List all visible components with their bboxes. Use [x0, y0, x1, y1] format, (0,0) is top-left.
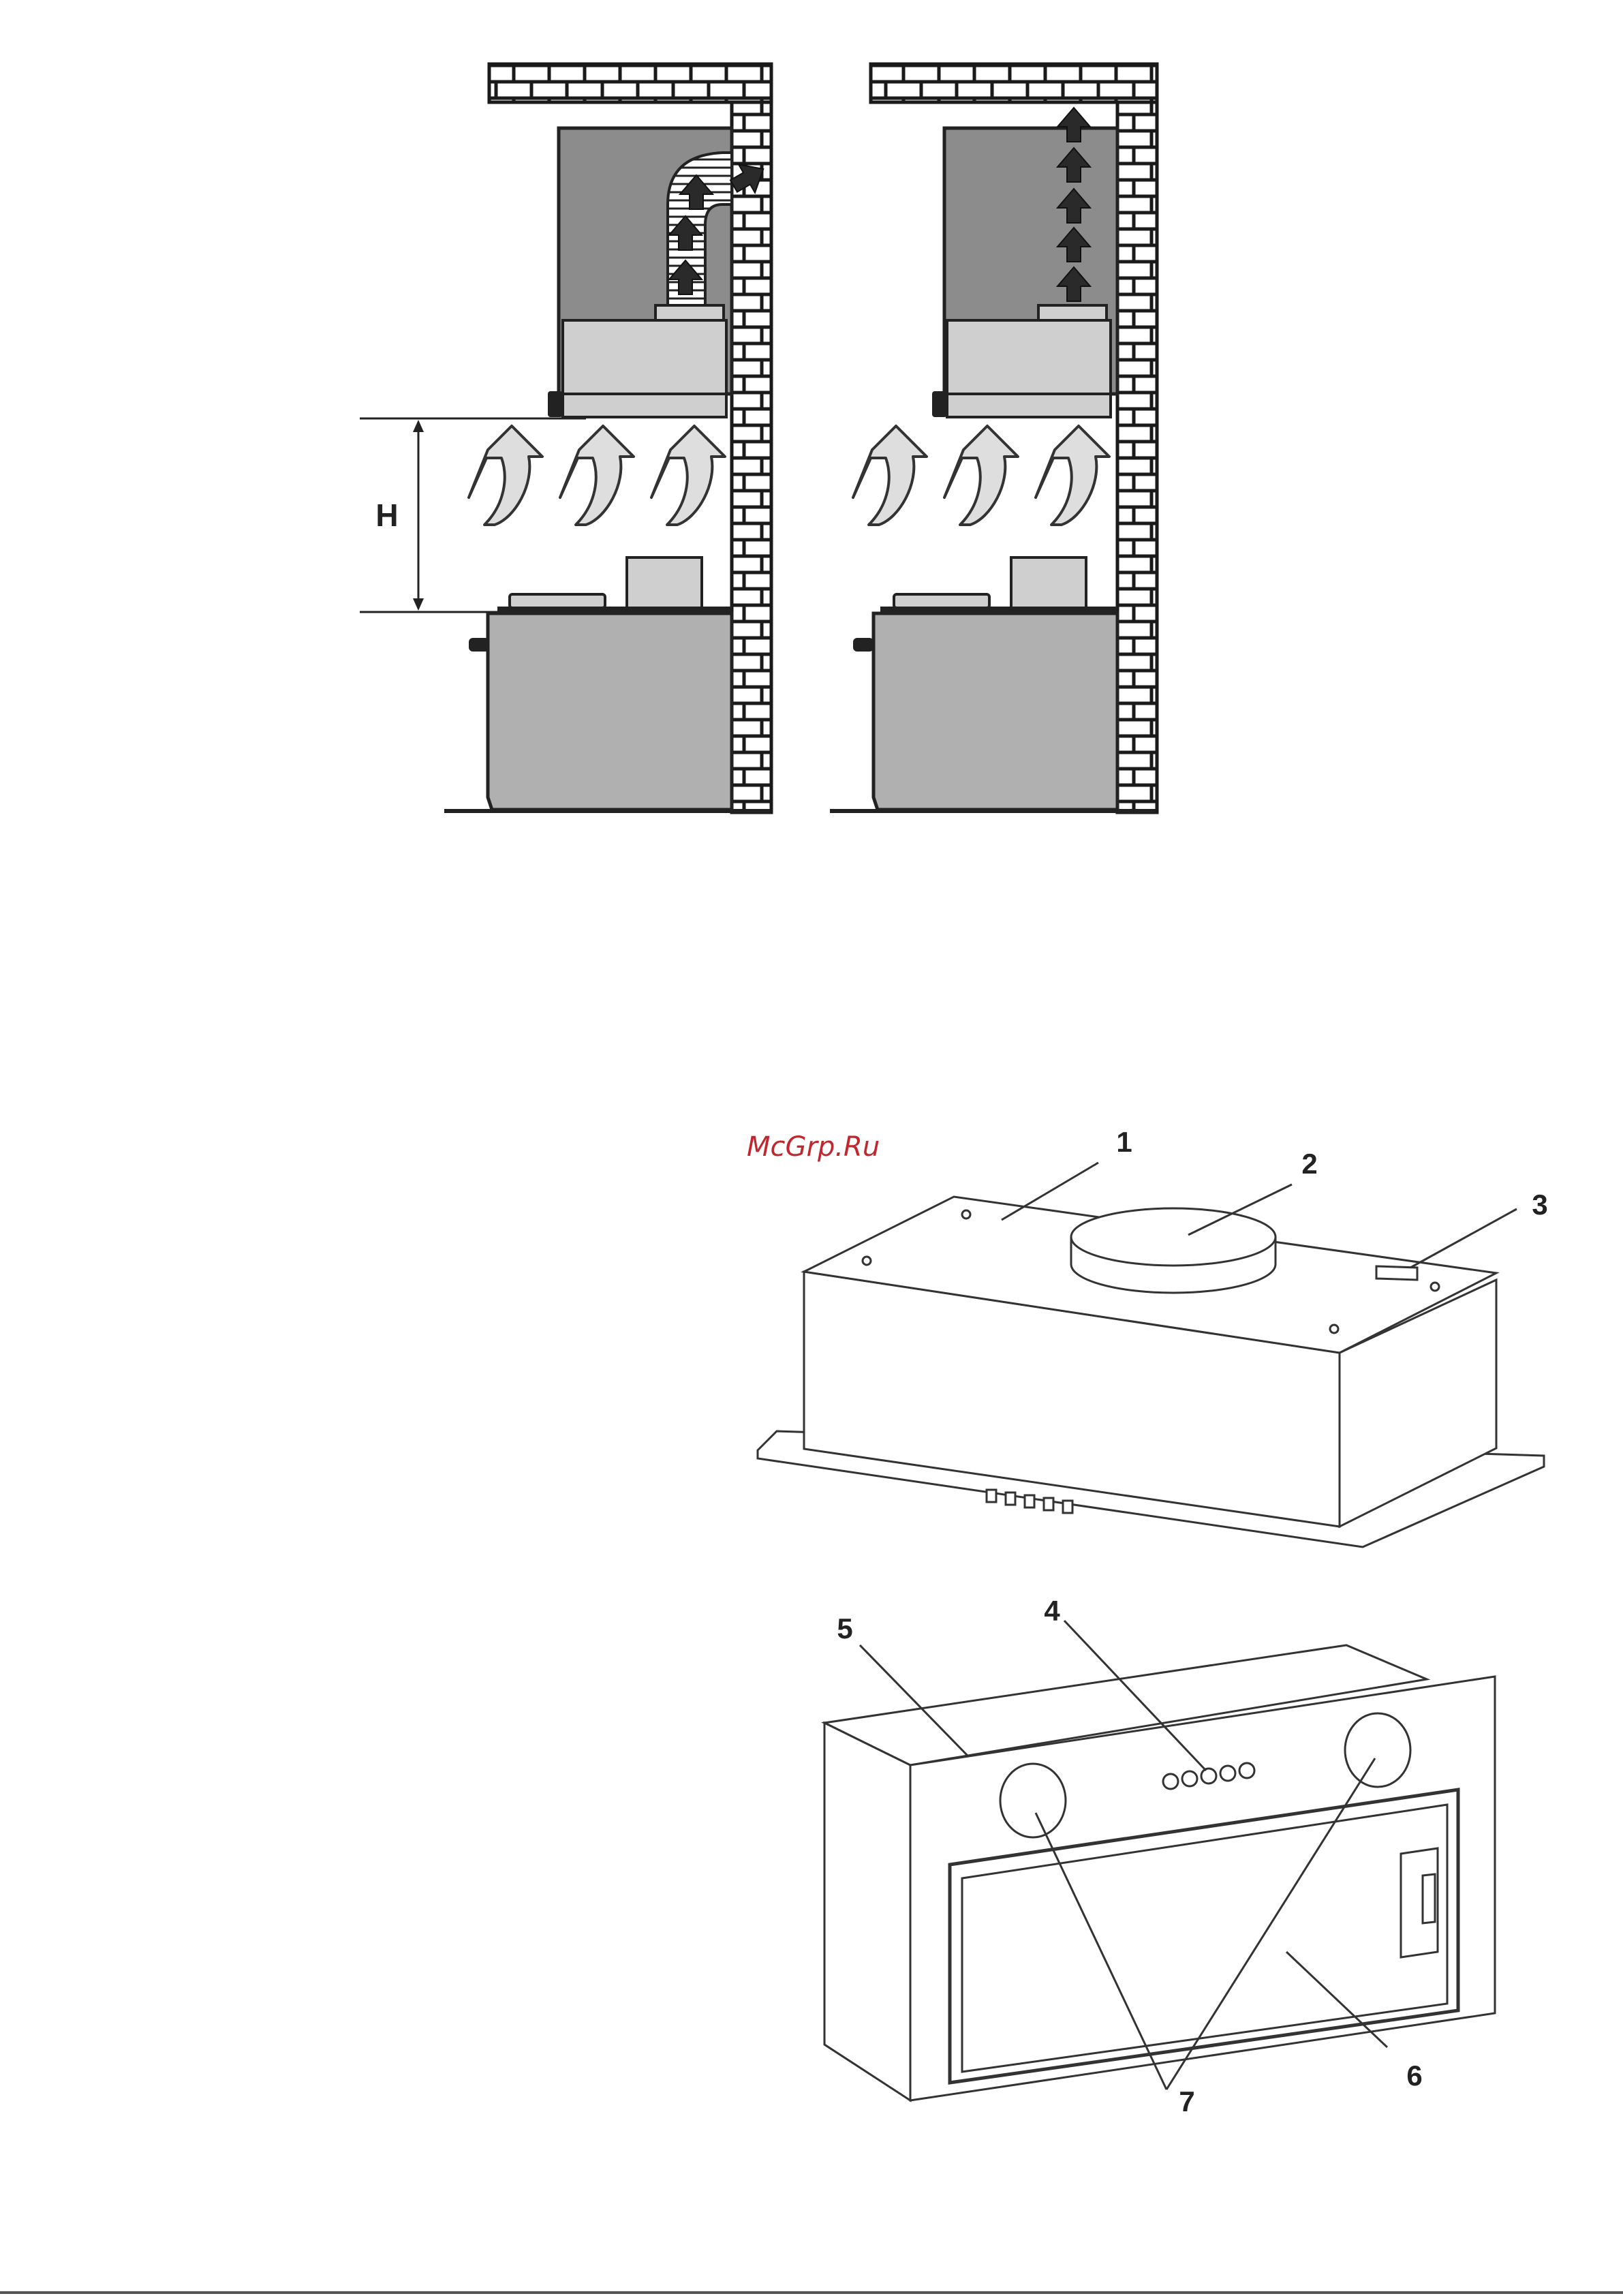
ceiling-brick [489, 64, 771, 102]
hood-handle [548, 391, 563, 417]
callout-1: 1 [1116, 1126, 1132, 1158]
watermark: McGrp.Ru [747, 1131, 880, 1163]
height-dimension: H [360, 418, 586, 612]
wall-brick [732, 102, 771, 812]
light-left [1000, 1764, 1066, 1837]
hood-body [563, 320, 726, 394]
light-right [1345, 1713, 1410, 1787]
hood-panel [947, 394, 1111, 417]
scene-ducted [444, 64, 771, 812]
hood-front-view [824, 1645, 1495, 2100]
hood-top-view [758, 1197, 1544, 1547]
stove [874, 613, 1117, 810]
pan [510, 594, 605, 608]
scene-vertical [830, 64, 1157, 812]
pan [894, 594, 989, 608]
pot [627, 557, 702, 608]
height-label: H [375, 498, 398, 533]
filter-latch [1423, 1874, 1435, 1923]
ceiling-brick [871, 64, 1157, 102]
stove [488, 613, 732, 810]
callout-2: 2 [1301, 1148, 1317, 1180]
rising-air-icon [651, 426, 725, 525]
pot [1011, 557, 1086, 608]
stove-knob [853, 638, 874, 652]
rising-air-icon [853, 426, 927, 525]
callout-6: 6 [1406, 2060, 1422, 2092]
callout-7: 7 [1179, 2085, 1194, 2117]
callout-4: 4 [1044, 1595, 1060, 1627]
wall-brick [1117, 102, 1157, 812]
hood-panel [563, 394, 726, 417]
rising-air-icon [560, 426, 634, 525]
rising-air-icon [469, 426, 542, 525]
callout-5: 5 [837, 1612, 852, 1644]
hood-handle [932, 391, 947, 417]
hood-body [947, 320, 1111, 394]
hood-left-side [824, 1723, 910, 2100]
rising-air-icon [944, 426, 1018, 525]
stove-knob [469, 638, 489, 652]
outlet-collar-top [1071, 1208, 1276, 1266]
installation-diagram-top: H [360, 64, 1157, 812]
rising-air-icon [1036, 426, 1109, 525]
callout-3: 3 [1532, 1189, 1547, 1221]
